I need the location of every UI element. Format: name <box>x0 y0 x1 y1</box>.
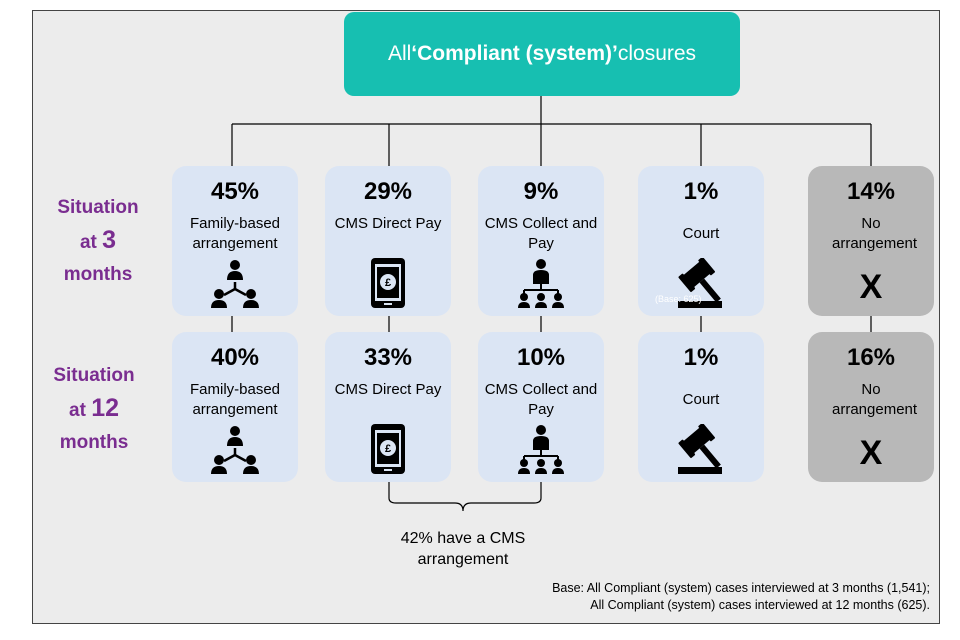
box-no-arrangement-12m: 16% No arrangement X <box>808 332 934 482</box>
box-label: Family-based arrangement <box>189 215 281 252</box>
box-family-based-12m: 40% Family-based arrangement <box>172 332 298 482</box>
box-label: Court <box>682 225 720 242</box>
percentage: 1% <box>683 178 719 205</box>
box-no-arrangement-3m: 14% No arrangement X <box>808 166 934 316</box>
row-label-12-months: Situation at 12 months <box>53 365 135 453</box>
percentage: 40% <box>210 344 260 371</box>
percentage: 33% <box>363 344 413 371</box>
percentage: 16% <box>846 344 896 371</box>
phone-pound-icon: £ <box>371 424 405 474</box>
percentage: 14% <box>846 178 896 205</box>
percentage: 1% <box>683 344 719 371</box>
box-label: CMS Collect and Pay <box>484 381 598 418</box>
org-hierarchy-icon <box>518 259 564 308</box>
box-label: No arrangement <box>832 381 918 418</box>
closures-header: All ‘Compliant (system)’ closures <box>344 12 740 96</box>
box-label: No arrangement <box>832 215 918 252</box>
gavel-icon <box>678 424 722 474</box>
people-network-icon <box>211 426 259 474</box>
box-court-12m: 1% Court <box>638 332 764 482</box>
diagram-frame <box>32 10 940 624</box>
people-network-icon <box>211 260 259 308</box>
percentage: 10% <box>516 344 566 371</box>
faint-base-text: (Base: 625) <box>655 294 702 304</box>
percentage: 45% <box>210 178 260 205</box>
box-label: CMS Direct Pay <box>334 381 442 398</box>
x-mark-icon: X <box>859 434 883 472</box>
percentage: 9% <box>523 178 559 205</box>
base-note: Base: All Compliant (system) cases inter… <box>552 581 930 612</box>
phone-pound-icon: £ <box>371 258 405 308</box>
box-family-based-3m: 45% Family-based arrangement <box>172 166 298 316</box>
x-mark-icon: X <box>859 268 883 306</box>
svg-text:£: £ <box>385 277 391 289</box>
box-court-3m: 1% Court <box>638 166 764 316</box>
box-cms-collect-pay-3m: 9% CMS Collect and Pay <box>478 166 604 316</box>
box-cms-collect-pay-12m: 10% CMS Collect and Pay <box>478 332 604 482</box>
box-label: CMS Collect and Pay <box>484 215 598 252</box>
row-label-3-months: Situation at 3 months <box>57 197 139 285</box>
box-label: CMS Direct Pay <box>334 215 442 232</box>
box-cms-direct-pay-12m: 33% CMS Direct Pay £ <box>325 332 451 482</box>
cms-arrangement-note: 42% have a CMS arrangement <box>400 530 526 568</box>
svg-text:£: £ <box>385 443 391 455</box>
gavel-icon <box>678 258 722 308</box>
box-cms-direct-pay-3m: 29% CMS Direct Pay £ <box>325 166 451 316</box>
box-label: Court <box>682 391 720 408</box>
percentage: 29% <box>363 178 413 205</box>
box-label: Family-based arrangement <box>189 381 281 418</box>
org-hierarchy-icon <box>518 425 564 474</box>
